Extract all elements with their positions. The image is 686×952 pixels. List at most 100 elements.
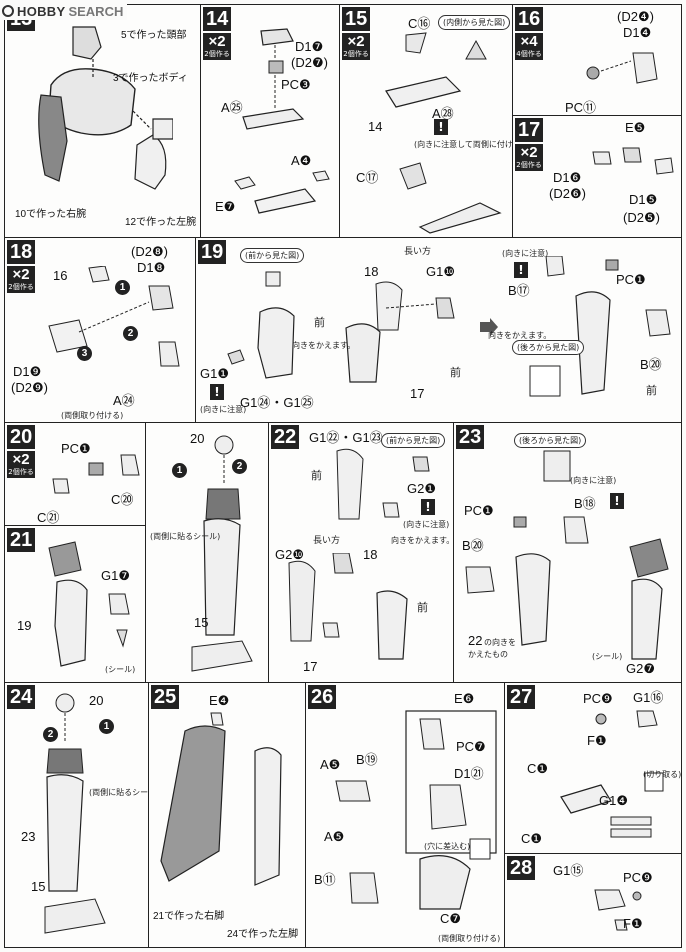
- orientation-caution: (向きに注意): [570, 476, 617, 485]
- step-24-panel: 24 20 2 1 (両側に貼るシール) 23 15: [4, 682, 149, 948]
- part-label-d16: D1❻: [553, 170, 582, 185]
- step-number: 18: [7, 240, 36, 264]
- ref-22-note-a: の向きを: [484, 638, 516, 647]
- inner-view-note: (内側から見た図): [438, 15, 511, 30]
- part-label-b20: B⑳: [462, 538, 484, 553]
- warning-icon: !: [421, 499, 435, 515]
- part-label-g124: G1㉔・G1㉕: [240, 395, 314, 410]
- warning-icon-2: !: [514, 262, 528, 278]
- part-label-g14: G1❹: [599, 793, 628, 808]
- part-label-g17: G1❼: [101, 568, 130, 583]
- multiplier-count: ×2: [520, 144, 538, 161]
- step-number: 26: [308, 685, 337, 709]
- ref-14: 14: [368, 119, 383, 134]
- part-label-b18: B⑱: [574, 496, 596, 511]
- step-13-panel: 13 5で作った頭部 3で作ったボディ 10で作った右腕 12で作った左腕: [4, 4, 201, 238]
- step-25-panel: 25 E❹ 21で作った右脚 24で作った左脚: [148, 682, 306, 948]
- thigh-drawing-d: [288, 553, 408, 660]
- ref-20: 20: [89, 693, 104, 708]
- ref-17: 17: [303, 659, 318, 674]
- step-number: 27: [507, 685, 536, 709]
- step-marker-1: 1: [172, 463, 187, 478]
- ref-20: 20: [190, 431, 205, 446]
- part-label-g210: G2❿: [275, 547, 304, 562]
- left-lower-leg-drawing: [44, 693, 106, 934]
- part-label-c16: C⑯: [408, 16, 431, 31]
- part-label-pc: PC❸: [281, 77, 311, 92]
- step-marker-3: 3: [77, 346, 92, 361]
- hand-drawing: [594, 889, 642, 931]
- label-body-ref: 3で作ったボディ: [113, 73, 188, 84]
- warning-icon: !: [610, 493, 624, 509]
- multiplier-note: 2個作る: [8, 283, 34, 291]
- step-marker-2: 2: [123, 326, 138, 341]
- ankle-parts-drawing: [592, 147, 674, 175]
- part-label-d26: (D2❻): [549, 186, 586, 201]
- leg-assembly-drawing: [48, 541, 130, 667]
- part-label-g21: G2❶: [407, 481, 436, 496]
- part-label-d19: D1❾: [13, 364, 42, 379]
- part-label-c1b: C❶: [521, 831, 543, 846]
- step-number: 24: [7, 685, 36, 709]
- step-marker-1: 1: [115, 280, 130, 295]
- part-label-f1: F❶: [623, 916, 643, 931]
- step-21-continuation-panel: 20 1 2 (両側に貼るシール) 15: [145, 422, 269, 683]
- rear-view-note: (後ろから見た図): [512, 340, 585, 355]
- ref-19: 19: [17, 618, 32, 633]
- foot-sole-drawing: [234, 170, 330, 214]
- step-number: 15: [342, 7, 371, 31]
- multiplier-note: 2個作る: [8, 468, 34, 476]
- ref-22: 22: [468, 633, 483, 648]
- part-label-b17: B⑰: [508, 283, 530, 298]
- part-label-d29: (D2❾): [11, 380, 48, 395]
- turn-note: 向きをかえます。: [391, 536, 454, 545]
- backpack-drawing: [335, 710, 497, 910]
- part-label-a2: A❹: [291, 153, 312, 168]
- front-mark-2: 前: [417, 601, 428, 614]
- ref-18: 18: [364, 264, 379, 279]
- part-label-c20: C⑳: [111, 492, 134, 507]
- step-28-panel: 28 G1⑮ PC❾ F❶: [504, 853, 682, 948]
- thigh-drawing-b: [345, 281, 455, 383]
- part-label-a28: A㉘: [432, 106, 454, 121]
- multiplier-count: ×2: [347, 33, 365, 50]
- step-number: 19: [198, 240, 227, 264]
- long-side-note: 長い方: [313, 536, 341, 546]
- part-label-b20: B⑳: [640, 357, 662, 372]
- orientation-caution: (向きに注意): [403, 520, 450, 529]
- both-sides-sticker-note: (両側に貼るシール): [89, 788, 149, 797]
- part-label-d15: D1❺: [629, 192, 658, 207]
- turn-note-2: 向きをかえます。: [488, 331, 552, 340]
- right-leg-ref: 21で作った右脚: [153, 911, 225, 922]
- hobby-search-logo: HOBBY SEARCH: [2, 2, 128, 20]
- both-sides-note: (両側取り付ける): [438, 934, 501, 943]
- foot-parts-drawing: [242, 28, 305, 130]
- sticker-note: (シール): [592, 652, 623, 661]
- legs-pair-drawing: [160, 712, 282, 886]
- multiplier-count: ×2: [12, 266, 30, 283]
- multiplier-note: 2個作る: [343, 50, 369, 58]
- ref-18: 18: [363, 547, 378, 562]
- part-label-g11: G1❶: [200, 366, 229, 381]
- part-label-c1a: C❶: [527, 761, 549, 776]
- ref-15: 15: [31, 879, 46, 894]
- step-27-panel: 27 PC❾ G1⑯ F❶ C❶ G1❹ (切り取る) C❶: [504, 682, 682, 854]
- part-label-e5: E❺: [625, 120, 646, 135]
- part-label-e4: E❹: [209, 693, 230, 708]
- part-label-a5b: A❺: [324, 829, 345, 844]
- knee-assembly-drawing: [48, 266, 180, 367]
- both-sides-sticker-note: (両側に貼るシール): [150, 532, 221, 541]
- multiplier-note: 4個作る: [516, 50, 542, 58]
- part-label-pc1: PC❶: [616, 272, 646, 287]
- logo-text-hobby: HOBBY: [17, 3, 66, 19]
- part-label-b19: B⑲: [356, 752, 378, 767]
- part-label-a5: A❺: [320, 757, 341, 772]
- step-22-panel: 22 G1㉒・G1㉓ (前から見た図) 前 G2❶ ! (向きに注意) 長い方 …: [268, 422, 454, 683]
- part-label-pc11: PC⑪: [565, 100, 597, 115]
- step-marker-2: 2: [43, 727, 58, 742]
- step-26-panel: 26 E❻ A❺ B⑲ PC❼ D1㉑ A❺ (穴に差込む) B⑪ C❼ (両側…: [305, 682, 505, 948]
